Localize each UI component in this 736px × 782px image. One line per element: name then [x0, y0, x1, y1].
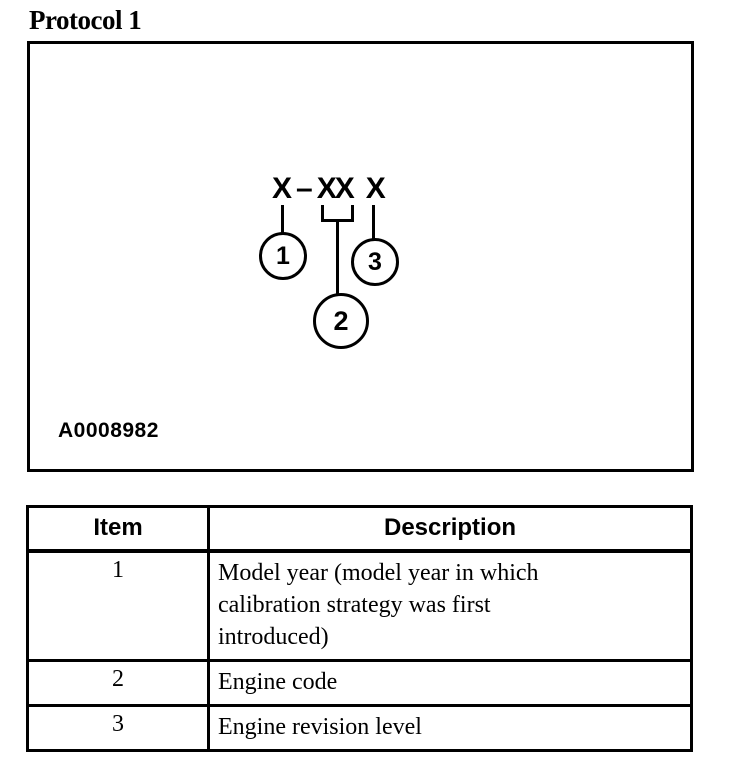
page-title: Protocol 1	[29, 5, 142, 35]
table-header-row: Item Description	[26, 505, 693, 553]
item-description-cell: Model year (model year in which calibrat…	[207, 549, 693, 662]
leader-bracket-right	[351, 205, 354, 222]
item-number-cell: 3	[26, 703, 210, 752]
item-description-text: Model year (model year in which calibrat…	[218, 559, 539, 650]
callout-circle-1: 1	[259, 232, 307, 280]
column-header-description: Description	[207, 505, 693, 553]
callout-circle-2: 2	[313, 293, 369, 349]
item-number-cell: 2	[26, 658, 210, 707]
leader-line-1	[281, 205, 284, 233]
leader-bracket-left	[321, 205, 324, 222]
item-description-text: Engine code	[218, 668, 338, 695]
code-segment-revision: X	[365, 172, 386, 205]
item-description-text: Engine revision level	[218, 713, 422, 740]
calibration-code-figure: X – XX X 1 2 3 A0008982	[27, 41, 694, 472]
table-row: 2 Engine code	[26, 658, 693, 707]
leader-line-2	[336, 219, 339, 295]
leader-line-3	[372, 205, 375, 239]
figure-reference-number: A0008982	[58, 419, 159, 442]
item-description-cell: Engine revision level	[207, 703, 693, 752]
code-dash: –	[296, 172, 313, 205]
calibration-code-label: X – XX X	[272, 173, 386, 205]
callout-number-1: 1	[276, 241, 290, 270]
item-number-cell: 1	[26, 549, 210, 662]
code-segment-engine-code: XX	[316, 172, 355, 205]
table-row: 3 Engine revision level	[26, 703, 693, 752]
callout-number-2: 2	[333, 305, 349, 336]
column-header-item: Item	[26, 505, 210, 553]
code-segment-model-year: X	[272, 172, 293, 205]
callout-circle-3: 3	[351, 238, 399, 286]
table-row: 1 Model year (model year in which calibr…	[26, 549, 693, 662]
item-description-table: Item Description 1 Model year (model yea…	[26, 505, 693, 752]
item-description-cell: Engine code	[207, 658, 693, 707]
callout-number-3: 3	[368, 247, 382, 276]
